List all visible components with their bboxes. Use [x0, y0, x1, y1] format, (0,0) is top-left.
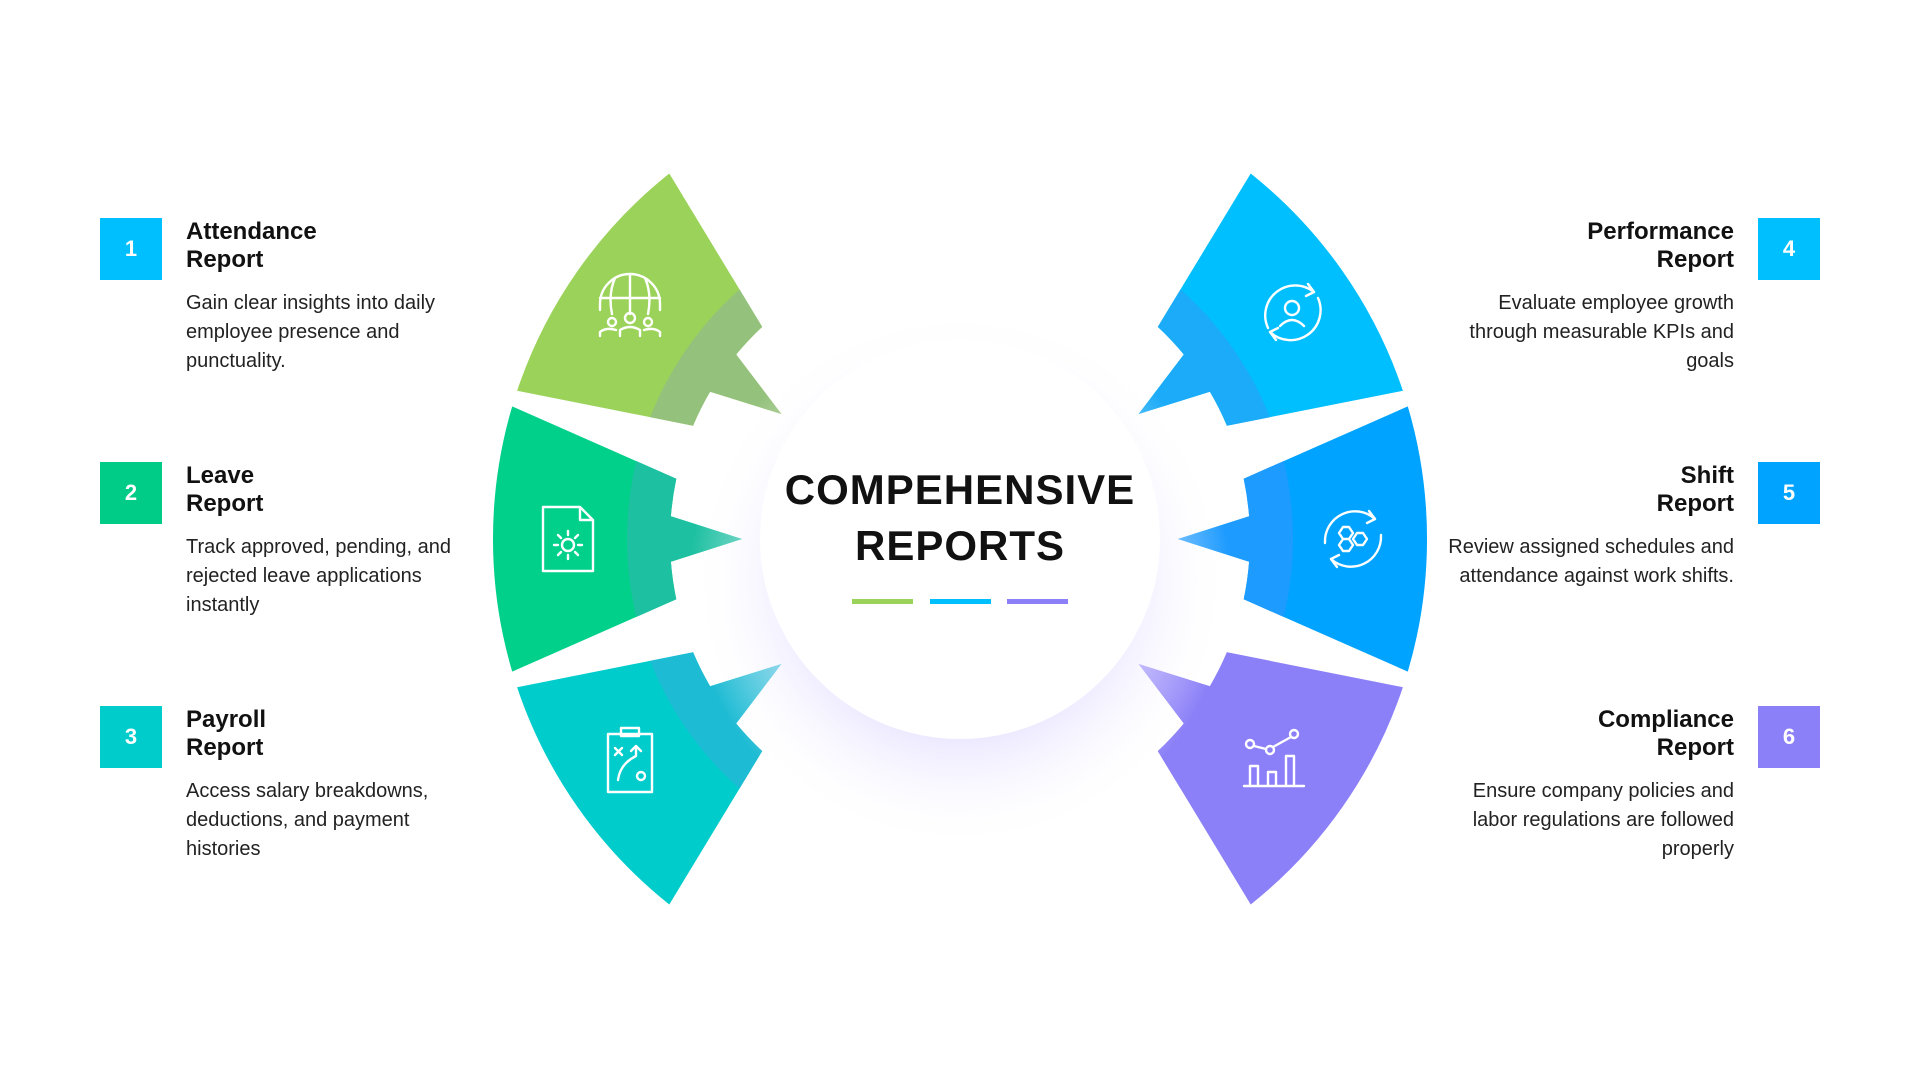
center-title-line1: COMPEHENSIVE [784, 466, 1136, 513]
item-number-badge: 2 [100, 462, 162, 524]
report-item-performance: Performance Report Evaluate employee gro… [1434, 218, 1734, 376]
item-title: Shift Report [1656, 462, 1734, 517]
item-title: Leave Report [186, 462, 264, 517]
item-title: Attendance Report [186, 218, 317, 273]
report-item-attendance: Attendance Report Gain clear insights in… [186, 218, 486, 376]
hexagon-cycle-icon [1323, 509, 1383, 569]
bar-chart-trend-icon [1242, 728, 1306, 788]
accent-line-green [852, 599, 913, 604]
report-item-payroll: Payroll Report Access salary breakdowns,… [186, 706, 486, 864]
item-number-badge: 5 [1758, 462, 1820, 524]
item-description: Review assigned schedules and attendance… [1448, 536, 1734, 587]
item-description: Gain clear insights into daily employee … [186, 292, 436, 372]
petal-5 [1178, 406, 1428, 672]
item-description: Access salary breakdowns, deductions, an… [186, 780, 429, 860]
item-title: Compliance Report [1597, 706, 1734, 761]
accent-line-purple [1007, 599, 1068, 604]
item-number-badge: 3 [100, 706, 162, 768]
globe-team-icon [598, 272, 662, 338]
center-title-line2: REPORTS [854, 522, 1066, 569]
item-number-badge: 6 [1758, 706, 1820, 768]
petal-2 [492, 406, 742, 672]
item-description: Ensure company policies and labor regula… [1472, 780, 1734, 860]
item-description: Evaluate employee growth through measura… [1469, 292, 1734, 372]
item-description: Track approved, pending, and rejected le… [186, 536, 451, 616]
item-number-badge: 4 [1758, 218, 1820, 280]
accent-line-blue [930, 599, 991, 604]
report-item-leave: Leave Report Track approved, pending, an… [186, 462, 486, 620]
report-item-compliance: Compliance Report Ensure company policie… [1434, 706, 1734, 864]
report-item-shift: Shift Report Review assigned schedules a… [1434, 462, 1734, 591]
item-title: Performance Report [1587, 218, 1734, 273]
item-number-badge: 1 [100, 218, 162, 280]
document-gear-icon [541, 505, 595, 573]
center-title: COMPEHENSIVE REPORTS [660, 462, 1260, 574]
item-title: Payroll Report [186, 706, 267, 761]
user-cycle-icon [1264, 282, 1322, 342]
center-circle [760, 339, 1160, 739]
clipboard-strategy-icon [606, 726, 654, 794]
